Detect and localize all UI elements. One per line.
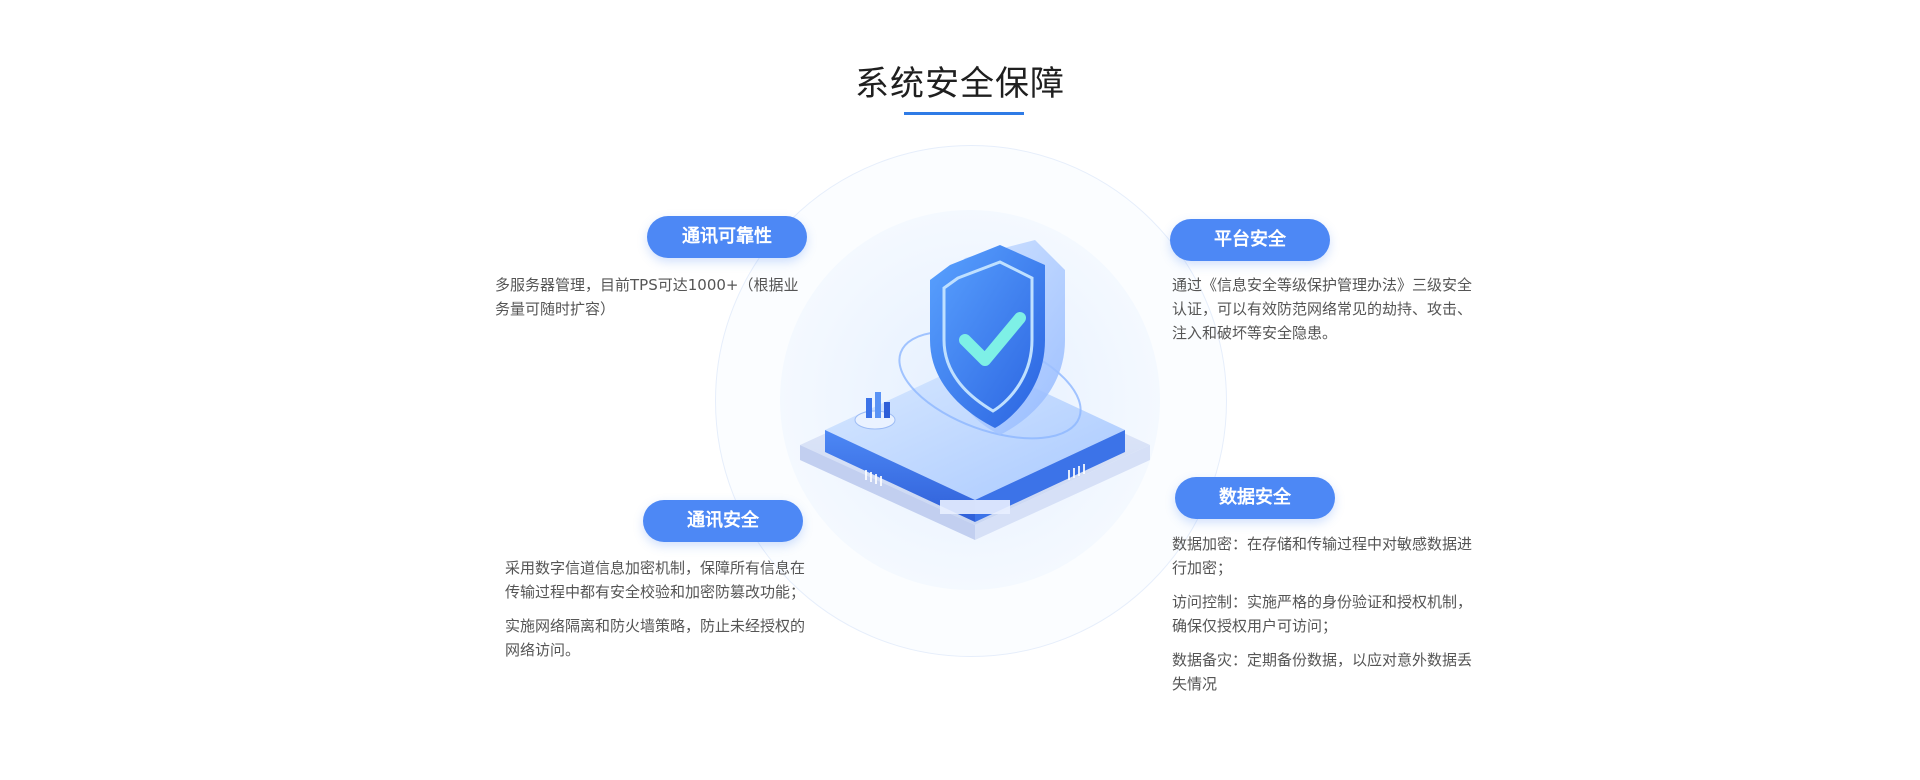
comm-security-badge: 通讯安全 — [643, 500, 803, 542]
comm-security-list: 采用数字信道信息加密机制，保障所有信息在传输过程中都有安全校验和加密防篡改功能；… — [505, 556, 805, 672]
security-platform-illustration — [800, 240, 1150, 540]
list-item: 数据加密：在存储和传输过程中对敏感数据进行加密； — [1172, 535, 1473, 577]
comm-reliability-badge: 通讯可靠性 — [647, 216, 807, 258]
shield-check-icon — [930, 240, 1065, 435]
data-security-badge: 数据安全 — [1175, 477, 1335, 519]
cylinder-icon — [854, 392, 896, 430]
platform-security-desc: 通过《信息安全等级保护管理办法》三级安全认证，可以有效防范网络常见的劫持、攻击、… — [1172, 276, 1473, 342]
comm-reliability-desc: 多服务器管理，目前TPS可达1000+（根据业务量可随时扩容） — [495, 276, 799, 318]
title-underline — [904, 112, 1024, 115]
list-item: 采用数字信道信息加密机制，保障所有信息在传输过程中都有安全校验和加密防篡改功能； — [505, 559, 806, 601]
list-item: 数据备灾：定期备份数据，以应对意外数据丢失情况 — [1172, 651, 1473, 693]
page-title: 系统安全保障 — [855, 64, 1065, 104]
platform-security-badge: 平台安全 — [1170, 219, 1330, 261]
list-item: 访问控制：实施严格的身份验证和授权机制，确保仅授权用户可访问； — [1172, 593, 1473, 635]
platform-block — [825, 360, 1125, 522]
data-security-list: 数据加密：在存储和传输过程中对敏感数据进行加密； 访问控制：实施严格的身份验证和… — [1172, 532, 1482, 706]
list-item: 实施网络隔离和防火墙策略，防止未经授权的网络访问。 — [505, 617, 806, 659]
